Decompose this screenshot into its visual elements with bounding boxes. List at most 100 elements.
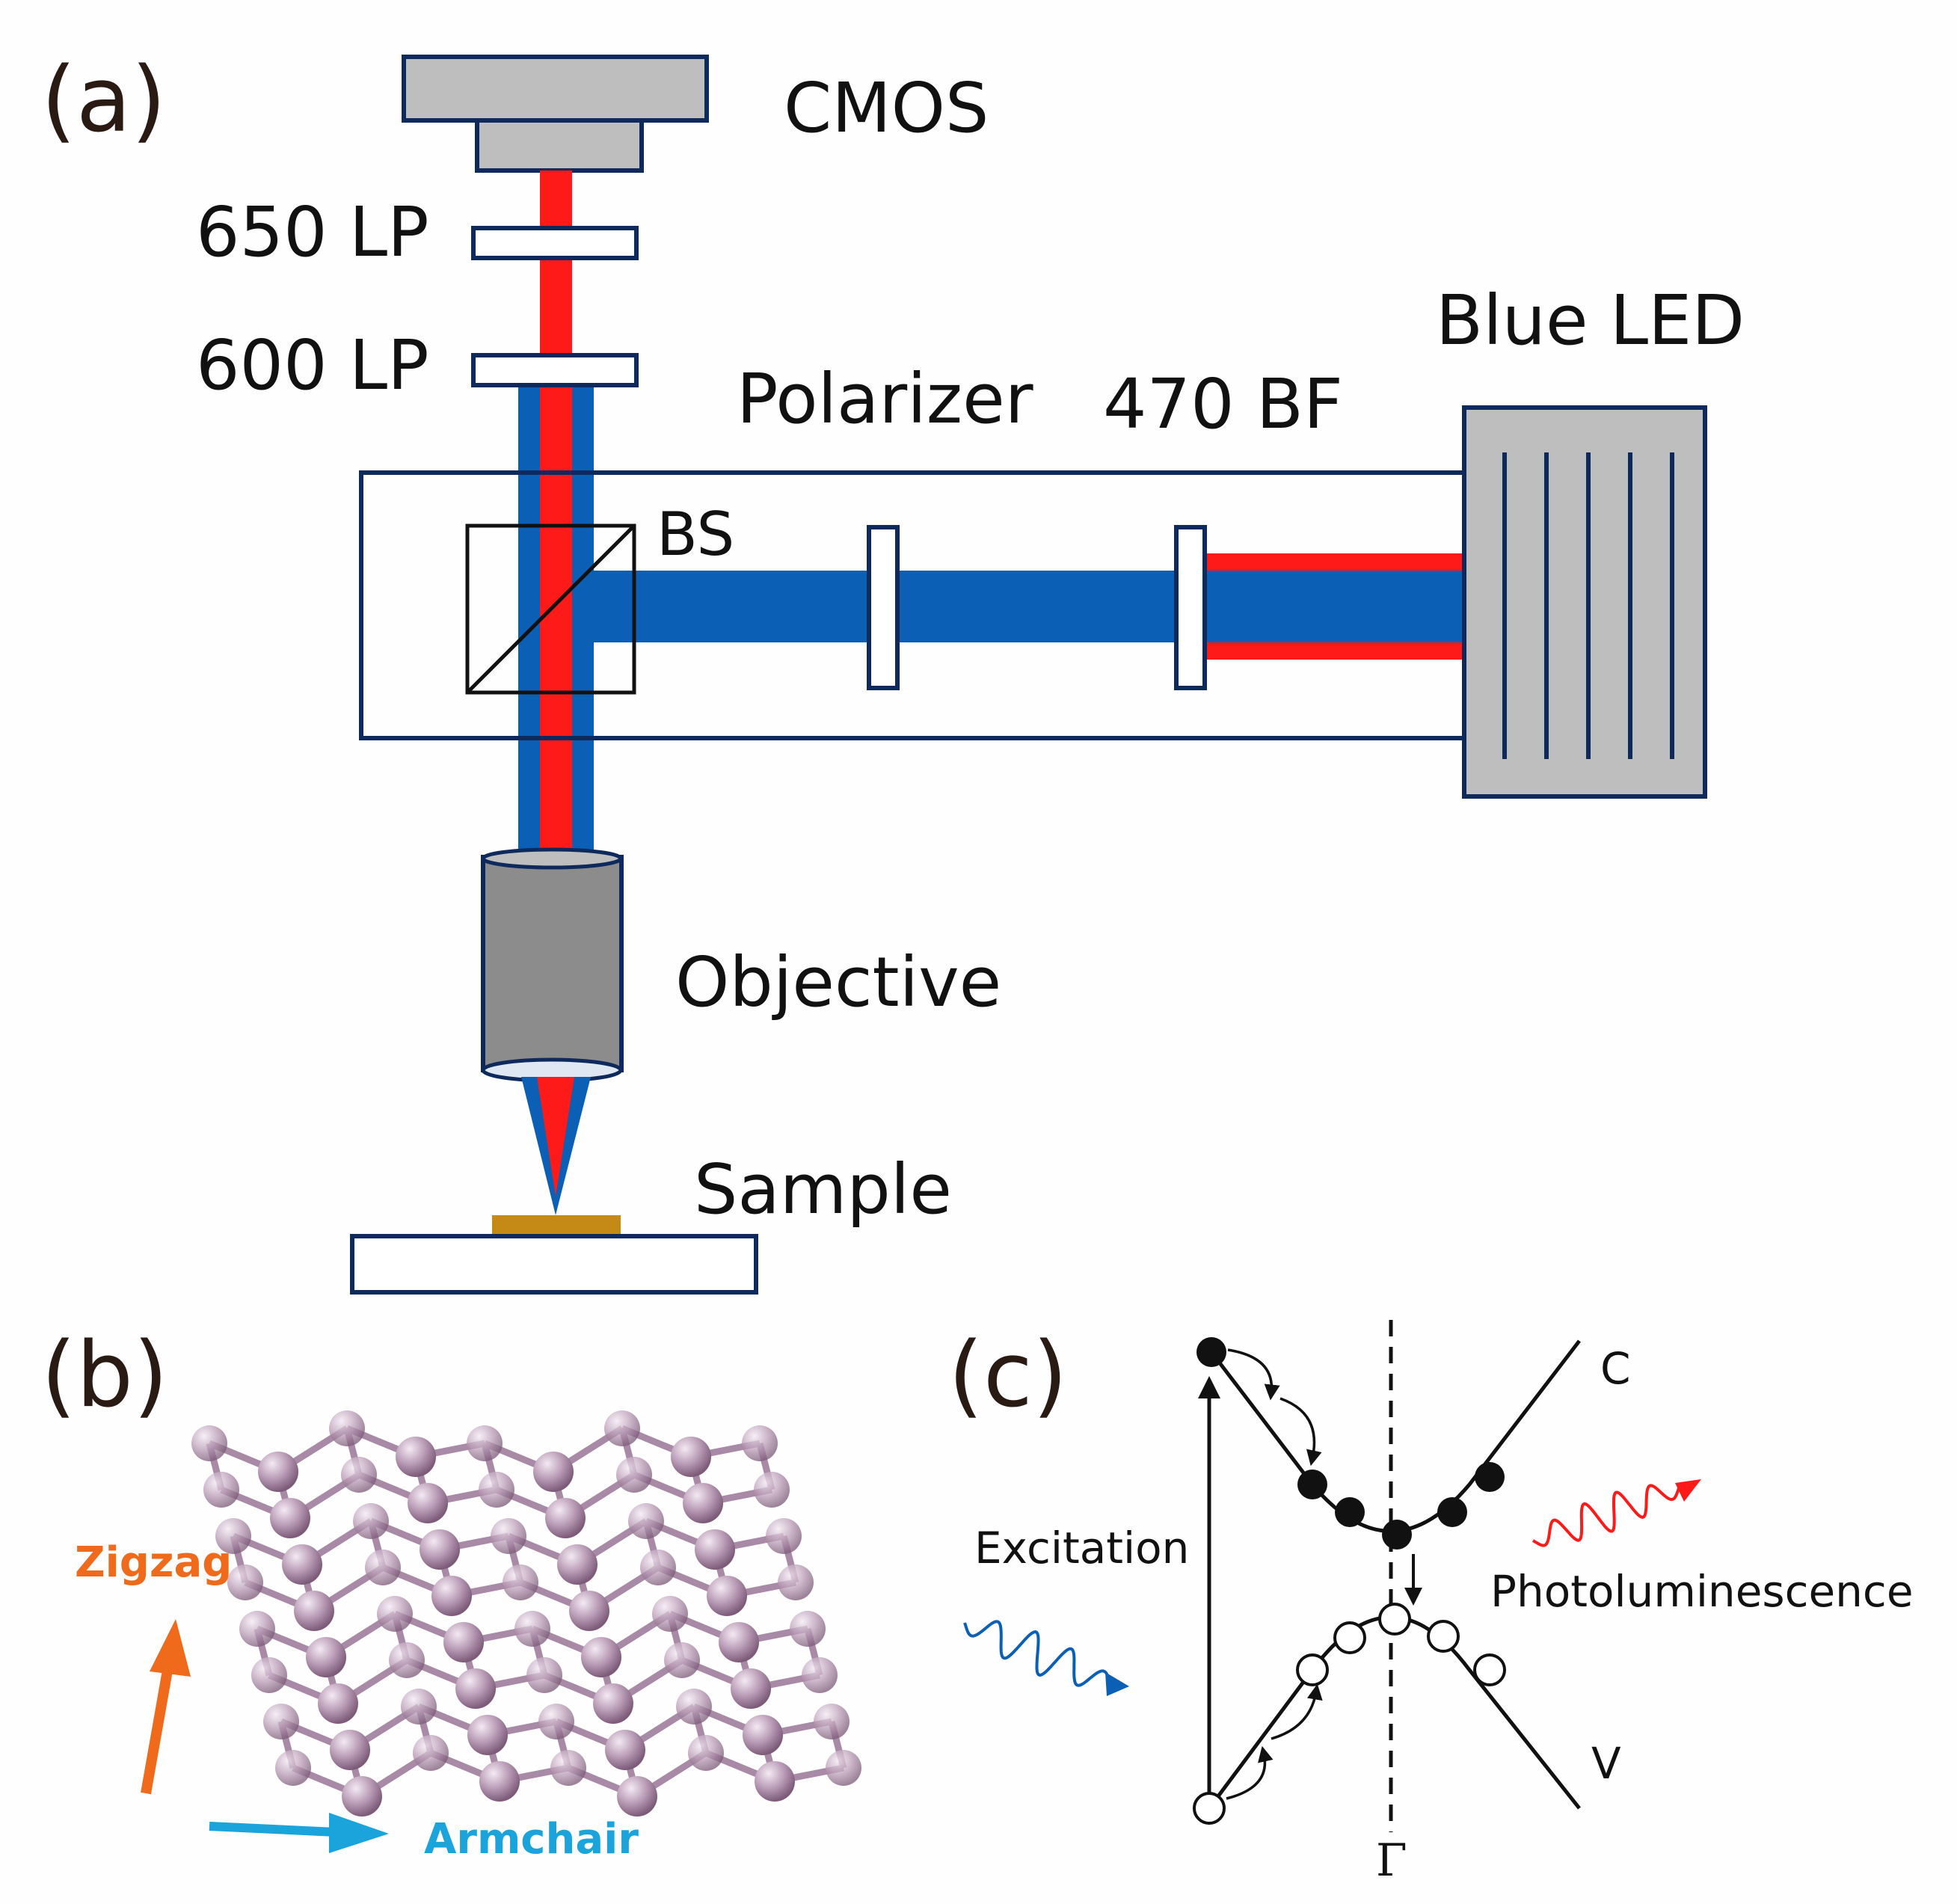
- objective-body: [481, 855, 624, 1072]
- blue-beam-horizontal: [572, 571, 1466, 642]
- relaxation-arrow: [1227, 1348, 1280, 1401]
- atom: [533, 1452, 574, 1492]
- cmos-camera-top: [402, 55, 709, 123]
- beamsplitter-label: BS: [657, 500, 734, 569]
- atom: [550, 1750, 586, 1786]
- excitation-wave-icon: [963, 1620, 1112, 1687]
- atom: [683, 1483, 723, 1523]
- atom: [617, 1776, 657, 1817]
- objective-top: [481, 847, 623, 870]
- sample-stage: [350, 1234, 758, 1295]
- atom: [707, 1576, 747, 1616]
- atom: [814, 1704, 850, 1739]
- atom: [640, 1550, 676, 1585]
- atom: [719, 1622, 759, 1662]
- atom: [389, 1642, 425, 1678]
- filter-650lp-label: 650 LP: [196, 192, 429, 272]
- filter-600lp-label: 600 LP: [196, 325, 429, 405]
- electron: [1475, 1462, 1505, 1492]
- panel-b-label: (b): [41, 1324, 168, 1428]
- atom: [754, 1472, 790, 1508]
- atom: [431, 1576, 472, 1616]
- atom: [239, 1611, 275, 1647]
- valence-label: V: [1591, 1738, 1621, 1789]
- zigzag-label: Zigzag: [75, 1538, 232, 1587]
- atom: [401, 1689, 437, 1725]
- atom: [557, 1544, 597, 1585]
- bandpass-filter: [1174, 525, 1207, 690]
- hole: [1193, 1792, 1226, 1825]
- gamma-label: Γ: [1376, 1834, 1407, 1887]
- atom: [755, 1761, 795, 1802]
- atom: [329, 1410, 365, 1446]
- atom: [790, 1611, 826, 1647]
- atom: [203, 1472, 239, 1508]
- atom: [342, 1776, 382, 1817]
- armchair-arrow-icon: [329, 1813, 389, 1853]
- atom: [605, 1730, 645, 1770]
- atom: [616, 1457, 652, 1493]
- blue-led-label: Blue LED: [1436, 280, 1745, 360]
- atom: [628, 1503, 664, 1539]
- atom: [443, 1622, 484, 1662]
- focus-cone-red: [537, 1077, 574, 1197]
- atom: [275, 1750, 311, 1786]
- relaxation-arrow: [1226, 1745, 1274, 1800]
- bandpass-label: 470 BF: [1103, 364, 1343, 444]
- atom: [743, 1715, 783, 1755]
- atom: [353, 1503, 389, 1539]
- atom: [396, 1437, 436, 1477]
- atom: [676, 1689, 712, 1725]
- atom: [263, 1704, 299, 1739]
- hole: [1296, 1653, 1329, 1686]
- atom: [270, 1498, 310, 1538]
- atom: [569, 1591, 609, 1631]
- red-beam-vertical: [540, 171, 572, 857]
- atom: [420, 1529, 460, 1570]
- atom: [664, 1642, 700, 1678]
- atom: [593, 1683, 633, 1724]
- atom: [467, 1425, 503, 1461]
- atom: [604, 1410, 640, 1446]
- atom: [294, 1591, 334, 1631]
- atom: [778, 1564, 814, 1600]
- atom: [503, 1564, 538, 1600]
- filter-650lp: [471, 226, 639, 260]
- atom: [258, 1452, 298, 1492]
- atom: [766, 1518, 802, 1554]
- cmos-camera-base: [475, 118, 644, 173]
- atom: [251, 1657, 287, 1693]
- atom: [802, 1657, 838, 1693]
- objective-label: Objective: [675, 942, 1001, 1022]
- electron: [1196, 1337, 1226, 1367]
- atom: [538, 1704, 574, 1739]
- electron: [1335, 1497, 1365, 1527]
- sample-flake: [492, 1215, 621, 1236]
- electron: [1382, 1520, 1412, 1550]
- hole: [1427, 1620, 1460, 1653]
- atom: [479, 1472, 514, 1508]
- atom: [514, 1611, 550, 1647]
- beamsplitter-diagonal: [466, 524, 636, 694]
- polarizer: [867, 525, 900, 690]
- atom: [479, 1761, 520, 1802]
- polarizer-label: Polarizer: [737, 359, 1033, 439]
- excitation-label: Excitation: [974, 1523, 1189, 1573]
- atom: [581, 1637, 621, 1677]
- atom: [652, 1596, 688, 1632]
- atom: [671, 1437, 711, 1477]
- atom: [330, 1730, 370, 1770]
- photoluminescence-wave-icon: [1532, 1484, 1680, 1547]
- relaxation-arrow: [1279, 1397, 1322, 1467]
- atom: [408, 1483, 448, 1523]
- blue-led: [1462, 405, 1707, 799]
- atom: [306, 1637, 346, 1677]
- atom: [227, 1564, 263, 1600]
- panel-a-label: (a): [41, 49, 166, 153]
- atom: [215, 1518, 251, 1554]
- atom: [688, 1735, 724, 1771]
- atom: [491, 1518, 526, 1554]
- photoluminescence-label: Photoluminescence: [1490, 1566, 1914, 1617]
- atom: [191, 1425, 227, 1461]
